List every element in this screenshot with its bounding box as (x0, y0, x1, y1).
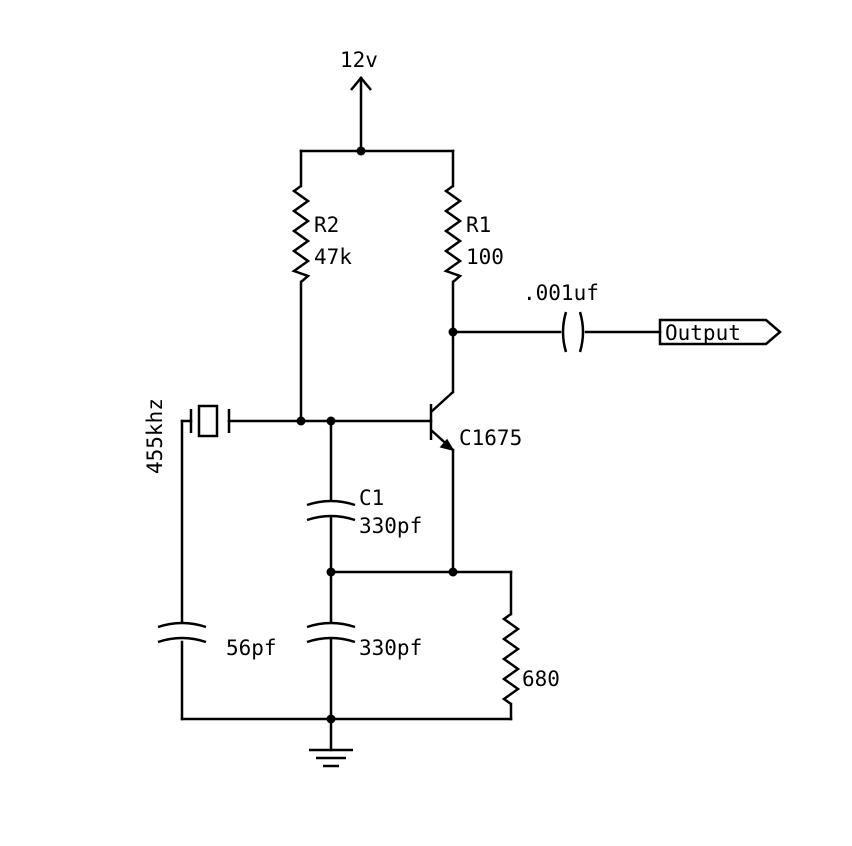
junction-dot (326, 416, 336, 426)
c2-value-label: 330pf (359, 636, 422, 660)
resistor-r2 (291, 184, 311, 283)
emitter-arrow-icon (439, 438, 455, 452)
output-port-label: Output (665, 321, 741, 345)
ground-icon (309, 748, 353, 768)
capacitor-c3 (157, 621, 207, 644)
capacitor-c2 (306, 621, 356, 644)
resistor-r1 (443, 184, 463, 283)
junction-dot (448, 327, 458, 337)
r1-ref-label: R1 (466, 213, 491, 237)
crystal-455khz (189, 404, 231, 438)
junction-dot (326, 567, 336, 577)
junction-dot (356, 146, 366, 156)
output-port (658, 318, 782, 346)
supply-label: 12v (340, 48, 378, 72)
c-output-value-label: .001uf (523, 281, 599, 305)
resistor-680 (501, 612, 521, 706)
supply-arrow (350, 76, 372, 91)
capacitor-output (561, 311, 585, 353)
r2-value-label: 47k (314, 245, 352, 269)
capacitor-c1 (306, 499, 356, 522)
r2-ref-label: R2 (314, 213, 339, 237)
c1-ref-label: C1 (359, 486, 384, 510)
supply-arrow-head (350, 76, 372, 91)
crystal-label: 455khz (143, 398, 167, 474)
junctions (296, 146, 458, 724)
r1-value-label: 100 (466, 245, 504, 269)
junction-dot (326, 714, 336, 724)
c1-value-label: 330pf (359, 514, 422, 538)
transistor-c1675 (429, 391, 455, 452)
junction-dot (448, 567, 458, 577)
r680-value-label: 680 (522, 667, 560, 691)
c3-value-label: 56pf (226, 636, 277, 660)
transistor-label: C1675 (459, 426, 522, 450)
junction-dot (296, 416, 306, 426)
